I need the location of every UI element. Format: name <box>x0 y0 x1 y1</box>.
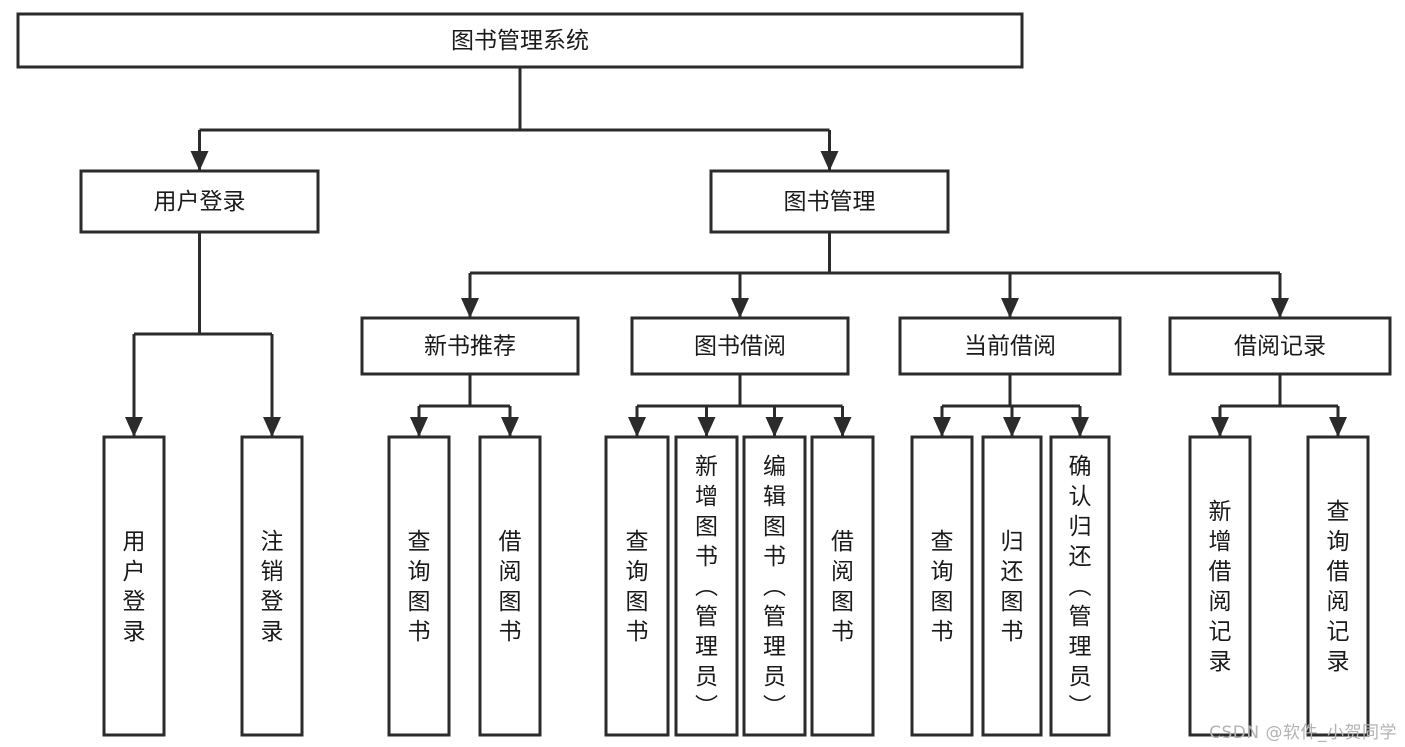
edge-borrow-record-arrow-0 <box>1211 417 1229 437</box>
edge-borrow-record-arrow-1 <box>1329 417 1347 437</box>
edge-root-arrow-0 <box>190 151 209 171</box>
node-leaf-query-book-2[interactable]: 查询图书 <box>604 435 670 737</box>
edge-new-book-recommend-arrow-1 <box>501 417 519 437</box>
edge-current-borrow-arrow-1 <box>1003 417 1021 437</box>
node-box-book-manage <box>709 169 950 234</box>
node-label-borrow-record: 借阅记录 <box>1234 334 1326 360</box>
node-label-leaf-query-book-2: 查询图书 <box>626 529 649 645</box>
node-label-new-book-recommend: 新书推荐 <box>424 334 516 360</box>
edge-current-borrow-arrow-0 <box>933 417 951 437</box>
node-box-leaf-query-record <box>1306 435 1370 737</box>
edge-user-login-arrow-1 <box>263 417 281 437</box>
node-box-leaf-confirm-return <box>1049 435 1111 737</box>
node-label-leaf-edit-book: 编辑图书︵管理员︶ <box>763 454 786 720</box>
node-current-borrow[interactable]: 当前借阅 <box>898 316 1122 376</box>
edge-book-borrow-arrow-1 <box>697 417 716 437</box>
node-layer: 图书管理系统用户登录图书管理新书推荐图书借阅当前借阅借阅记录用户登录注销登录查询… <box>16 12 1392 737</box>
node-label-root: 图书管理系统 <box>451 28 589 54</box>
edge-book-borrow-arrow-3 <box>833 417 852 437</box>
node-new-book-recommend[interactable]: 新书推荐 <box>360 316 580 376</box>
node-leaf-edit-book[interactable]: 编辑图书︵管理员︶ <box>742 435 807 737</box>
node-borrow-record[interactable]: 借阅记录 <box>1168 316 1392 376</box>
edge-root-arrow-1 <box>820 151 839 171</box>
node-root[interactable]: 图书管理系统 <box>16 12 1024 69</box>
node-leaf-borrow-book-1[interactable]: 借阅图书 <box>478 435 542 737</box>
node-label-current-borrow: 当前借阅 <box>964 334 1056 360</box>
node-leaf-add-book[interactable]: 新增图书︵管理员︶ <box>674 435 739 737</box>
node-label-leaf-add-record: 新增借阅记录 <box>1209 499 1232 675</box>
node-box-user-login <box>79 169 320 234</box>
node-box-book-borrow <box>630 316 850 376</box>
edge-book-borrow-arrow-0 <box>628 417 646 437</box>
node-label-leaf-logout-login: 注销登录 <box>261 529 284 645</box>
node-label-leaf-user-login: 用户登录 <box>123 529 146 645</box>
node-leaf-confirm-return[interactable]: 确认归还︵管理员︶ <box>1049 435 1111 737</box>
node-leaf-logout-login[interactable]: 注销登录 <box>240 435 304 737</box>
node-book-borrow[interactable]: 图书借阅 <box>630 316 850 376</box>
node-box-leaf-return-book <box>981 435 1043 737</box>
node-leaf-query-record[interactable]: 查询借阅记录 <box>1306 435 1370 737</box>
edge-layer <box>125 67 1347 437</box>
node-box-borrow-record <box>1168 316 1392 376</box>
node-label-book-manage: 图书管理 <box>784 189 876 215</box>
node-leaf-return-book[interactable]: 归还图书 <box>981 435 1043 737</box>
node-leaf-user-login[interactable]: 用户登录 <box>102 435 166 737</box>
edge-new-book-recommend-arrow-0 <box>410 417 428 437</box>
node-box-leaf-borrow-book-2 <box>810 435 875 737</box>
node-box-leaf-query-book-1 <box>387 435 451 737</box>
edge-book-manage-arrow-2 <box>1001 298 1019 318</box>
edge-book-manage-arrow-0 <box>461 298 479 318</box>
node-box-leaf-user-login <box>102 435 166 737</box>
node-leaf-query-book-1[interactable]: 查询图书 <box>387 435 451 737</box>
node-label-leaf-query-book-3: 查询图书 <box>931 529 954 645</box>
node-leaf-query-book-3[interactable]: 查询图书 <box>910 435 974 737</box>
edge-user-login-arrow-0 <box>125 417 143 437</box>
node-label-leaf-query-book-1: 查询图书 <box>408 529 431 645</box>
edge-current-borrow-arrow-2 <box>1071 417 1089 437</box>
node-label-leaf-return-book: 归还图书 <box>1001 529 1024 645</box>
node-box-leaf-query-book-2 <box>604 435 670 737</box>
node-box-current-borrow <box>898 316 1122 376</box>
node-box-leaf-add-record <box>1188 435 1252 737</box>
node-label-leaf-query-record: 查询借阅记录 <box>1327 499 1350 675</box>
node-box-new-book-recommend <box>360 316 580 376</box>
node-label-leaf-confirm-return: 确认归还︵管理员︶ <box>1069 454 1092 720</box>
node-label-leaf-borrow-book-2: 借阅图书 <box>831 529 854 645</box>
edge-book-borrow-arrow-2 <box>765 417 784 437</box>
node-label-book-borrow: 图书借阅 <box>694 334 786 360</box>
node-label-user-login: 用户登录 <box>154 189 246 215</box>
node-leaf-borrow-book-2[interactable]: 借阅图书 <box>810 435 875 737</box>
node-box-root <box>16 12 1024 69</box>
node-label-leaf-borrow-book-1: 借阅图书 <box>499 529 522 645</box>
node-user-login[interactable]: 用户登录 <box>79 169 320 234</box>
edge-book-manage-arrow-1 <box>731 298 749 318</box>
node-label-leaf-add-book: 新增图书︵管理员︶ <box>695 454 718 720</box>
node-leaf-add-record[interactable]: 新增借阅记录 <box>1188 435 1252 737</box>
edge-book-manage-arrow-3 <box>1271 298 1289 318</box>
node-box-leaf-query-book-3 <box>910 435 974 737</box>
node-box-leaf-edit-book <box>742 435 807 737</box>
node-box-leaf-add-book <box>674 435 739 737</box>
csdn-watermark: CSDN @软件_小贺同学 <box>1209 723 1397 743</box>
node-box-leaf-borrow-book-1 <box>478 435 542 737</box>
node-box-leaf-logout-login <box>240 435 304 737</box>
node-book-manage[interactable]: 图书管理 <box>709 169 950 234</box>
